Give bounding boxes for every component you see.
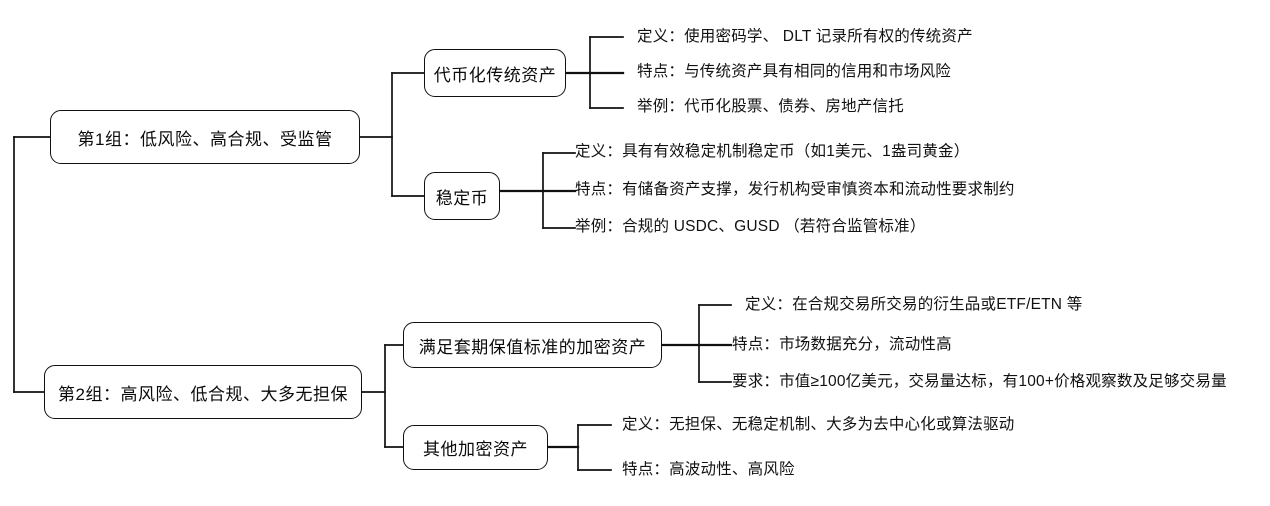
sub-node-stablecoin-label: 稳定币 xyxy=(435,188,489,208)
leaf-item: 定义：具有有效稳定机制稳定币（如1美元、1盎司黄金） xyxy=(575,143,969,162)
leaf-item: 定义：在合规交易所交易的衍生品或ETF/ETN 等 xyxy=(745,296,1082,315)
group-node-1[interactable]: 第1组：低风险、高合规、受监管 xyxy=(50,110,360,164)
leaf-text: 定义：无担保、无稳定机制、大多为去中心化或算法驱动 xyxy=(622,416,1015,433)
sub-node-hedge-qualified-crypto-label: 满足套期保值标准的加密资产 xyxy=(418,337,647,357)
group-node-2[interactable]: 第2组：高风险、低合规、大多无担保 xyxy=(44,365,362,419)
leaf-item: 要求：市值≥100亿美元，交易量达标，有100+价格观察数及足够交易量 xyxy=(732,373,1227,392)
leaf-item: 特点：市场数据充分，流动性高 xyxy=(732,336,952,355)
sub-node-tokenized-traditional-assets[interactable]: 代币化传统资产 xyxy=(424,49,566,97)
leaf-item: 定义：使用密码学、 DLT 记录所有权的传统资产 xyxy=(637,28,973,47)
leaf-text: 要求：市值≥100亿美元，交易量达标，有100+价格观察数及足够交易量 xyxy=(732,373,1227,390)
sub-node-other-crypto[interactable]: 其他加密资产 xyxy=(403,425,548,470)
leaf-text: 举例：合规的 USDC、GUSD （若符合监管标准） xyxy=(575,218,926,235)
sub-node-tokenized-traditional-assets-label: 代币化传统资产 xyxy=(433,65,557,85)
leaf-text: 举例：代币化股票、债券、房地产信托 xyxy=(637,98,904,115)
leaf-item: 定义：无担保、无稳定机制、大多为去中心化或算法驱动 xyxy=(622,416,1015,435)
leaf-text: 特点：有储备资产支撑，发行机构受审慎资本和流动性要求制约 xyxy=(575,181,1015,198)
sub-node-stablecoin[interactable]: 稳定币 xyxy=(424,172,500,220)
leaf-item: 举例：代币化股票、债券、房地产信托 xyxy=(637,98,904,117)
leaf-text: 特点：高波动性、高风险 xyxy=(622,461,795,478)
group-node-2-label: 第2组：高风险、低合规、大多无担保 xyxy=(58,384,348,404)
sub-node-other-crypto-label: 其他加密资产 xyxy=(423,440,528,459)
group-node-1-label: 第1组：低风险、高合规、受监管 xyxy=(77,129,333,149)
leaf-item: 特点：有储备资产支撑，发行机构受审慎资本和流动性要求制约 xyxy=(575,181,1015,200)
sub-node-hedge-qualified-crypto[interactable]: 满足套期保值标准的加密资产 xyxy=(403,322,662,368)
leaf-item: 举例：合规的 USDC、GUSD （若符合监管标准） xyxy=(575,218,926,237)
leaf-item: 特点：与传统资产具有相同的信用和市场风险 xyxy=(637,63,951,82)
leaf-text: 特点：市场数据充分，流动性高 xyxy=(732,336,952,353)
leaf-text: 定义：具有有效稳定机制稳定币（如1美元、1盎司黄金） xyxy=(575,143,970,160)
leaf-text: 特点：与传统资产具有相同的信用和市场风险 xyxy=(637,63,952,80)
leaf-text: 定义：在合规交易所交易的衍生品或ETF/ETN 等 xyxy=(745,296,1083,313)
leaf-item: 特点：高波动性、高风险 xyxy=(622,461,795,480)
leaf-text: 定义：使用密码学、 DLT 记录所有权的传统资产 xyxy=(637,28,973,45)
